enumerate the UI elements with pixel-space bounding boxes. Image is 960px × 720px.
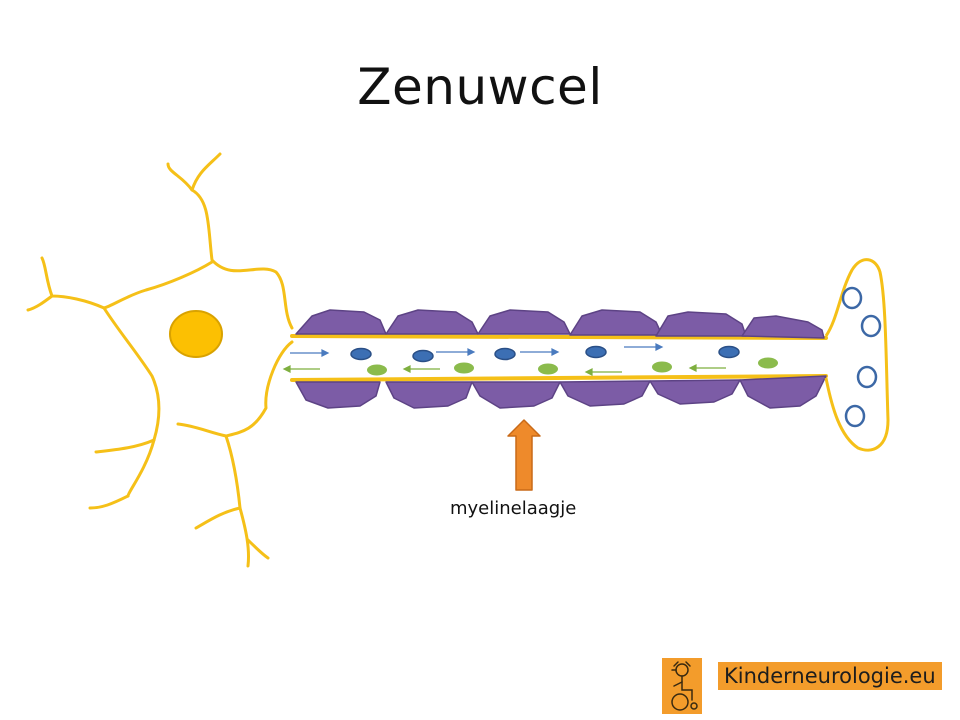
green-oval-icon — [367, 364, 387, 376]
synaptic-vesicles — [841, 286, 882, 428]
arrow-left-icon — [282, 365, 320, 373]
axon-membrane — [290, 334, 828, 382]
leftward-arrows — [282, 364, 726, 376]
blue-oval-icon — [718, 345, 740, 359]
arrow-right-icon — [520, 348, 560, 356]
blue-oval-icon — [585, 345, 607, 359]
green-oval-icon — [652, 361, 672, 373]
arrow-right-icon — [624, 343, 664, 351]
green-particles — [367, 357, 778, 376]
arrow-right-icon — [290, 349, 330, 357]
myelin-label: myelinelaagje — [450, 498, 577, 519]
arrow-left-icon — [402, 365, 440, 373]
green-oval-icon — [454, 362, 474, 374]
blue-particles — [350, 345, 740, 363]
vesicle-icon — [844, 404, 866, 428]
blue-oval-icon — [494, 347, 516, 361]
myelin-sheath-bottom — [295, 375, 827, 409]
arrow-right-icon — [436, 348, 476, 356]
blue-oval-icon — [350, 347, 372, 361]
page-title: Zenuwcel — [357, 58, 603, 116]
vesicle-icon — [860, 314, 882, 338]
arrow-left-icon — [584, 368, 622, 376]
rightward-arrows — [290, 343, 664, 357]
child-wheelchair-icon — [671, 661, 698, 711]
green-oval-icon — [538, 363, 558, 375]
green-oval-icon — [758, 357, 778, 369]
cell-body-outline — [26, 152, 294, 568]
nucleus — [169, 310, 223, 358]
logo-text[interactable]: Kinderneurologie.eu — [718, 662, 942, 690]
myelin-sheath-top — [295, 309, 825, 339]
myelin-pointer-arrow — [507, 419, 541, 491]
logo-mark — [662, 658, 702, 714]
blue-oval-icon — [412, 349, 434, 363]
axon-terminal — [824, 258, 890, 452]
vesicle-icon — [856, 365, 878, 389]
vesicle-icon — [841, 286, 863, 310]
arrow-left-icon — [688, 364, 726, 372]
